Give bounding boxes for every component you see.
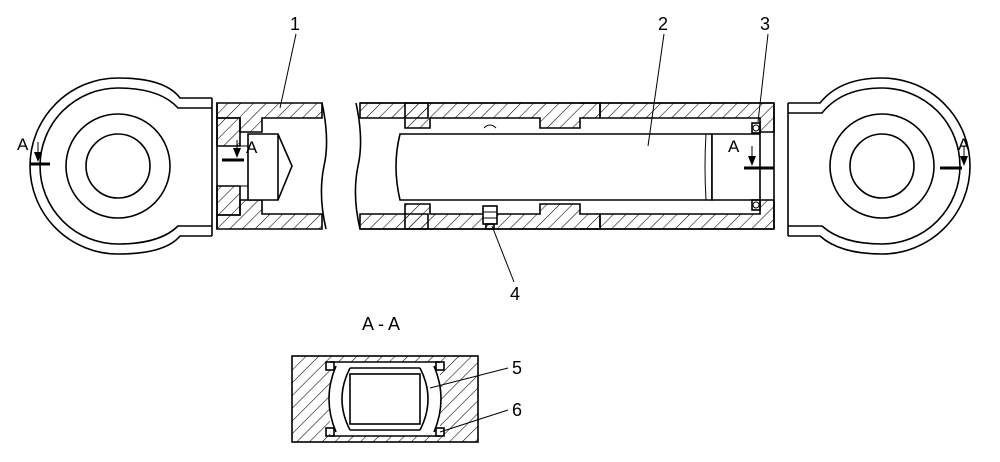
section-callouts: 5 6 bbox=[429, 358, 522, 433]
section-letter-a: A bbox=[958, 135, 970, 154]
right-rod-eye bbox=[787, 77, 971, 255]
callout-part-4: 4 bbox=[510, 284, 520, 304]
callout-part-3: 3 bbox=[760, 14, 770, 34]
section-letter-a: A bbox=[17, 135, 29, 154]
callout-part-1: 1 bbox=[290, 14, 300, 34]
section-marker-right-eye: A bbox=[940, 135, 970, 170]
cylinder-left-section bbox=[216, 102, 328, 230]
break-line bbox=[354, 102, 362, 230]
section-marker-left-eye: A bbox=[17, 135, 50, 166]
section-marker-left-cap: A bbox=[222, 138, 258, 162]
cylinder-right-section bbox=[359, 102, 775, 230]
section-letter-a: A bbox=[246, 138, 258, 157]
part-callouts: 1 2 3 4 bbox=[279, 14, 770, 304]
callout-part-2: 2 bbox=[658, 14, 668, 34]
section-letter-a: A bbox=[728, 137, 740, 156]
callout-part-6: 6 bbox=[512, 400, 522, 420]
callout-part-5: 5 bbox=[512, 358, 522, 378]
left-rod-eye bbox=[29, 77, 213, 255]
section-title: A - A bbox=[362, 314, 400, 334]
section-marker-rod: A bbox=[728, 137, 774, 170]
section-aa-detail bbox=[291, 355, 479, 443]
